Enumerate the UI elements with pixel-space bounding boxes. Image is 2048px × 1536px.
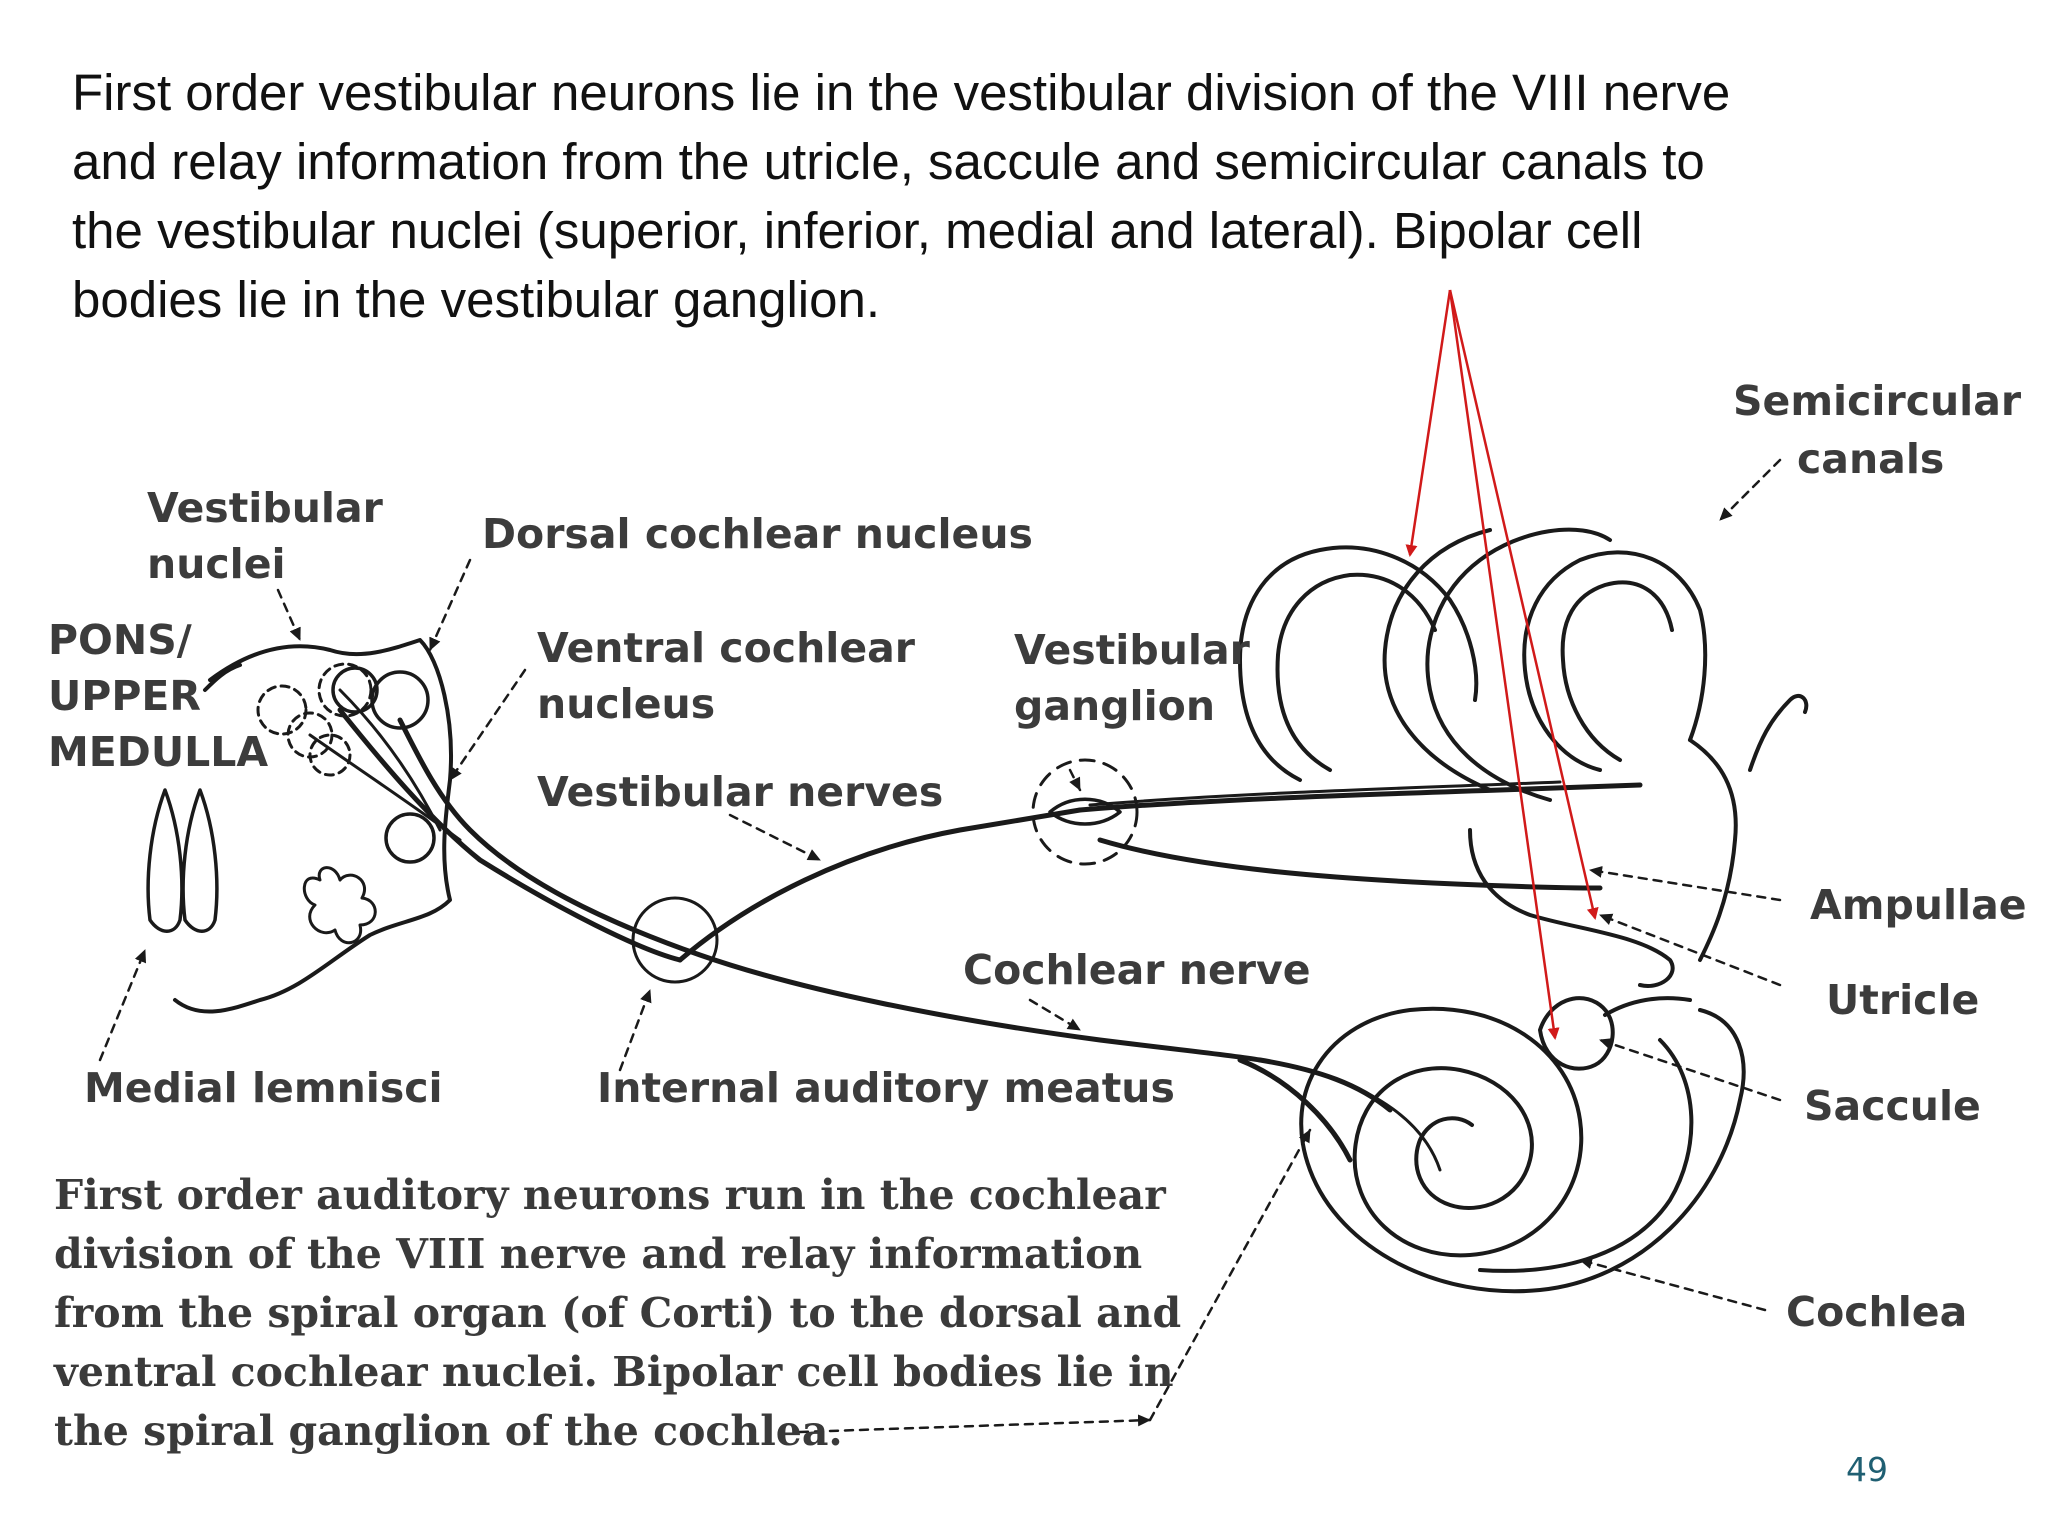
red-arrow-to-semicircular-canal — [1405, 289, 1452, 557]
label-vestibular-ganglion: Vestibular ganglion — [1014, 622, 1250, 734]
intro-line: the vestibular nuclei (superior, inferio… — [72, 202, 1643, 259]
caption-line: ventral cochlear nuclei. Bipolar cell bo… — [54, 1348, 1174, 1396]
label-leader-lines — [98, 458, 1782, 1434]
label-semicircular-canals: Semicircular canals — [1733, 372, 2021, 488]
label-ventral-cochlear-nucleus: Ventral cochlear nucleus — [537, 620, 915, 732]
caption-line: from the spiral organ (of Corti) to the … — [54, 1289, 1182, 1337]
brainstem-outline — [173, 638, 453, 1014]
intro-text: First order vestibular neurons lie in th… — [72, 58, 2002, 334]
label-saccule: Saccule — [1804, 1082, 1981, 1130]
label-vestibular-nuclei: Vestibular nuclei — [147, 480, 383, 592]
red-arrow-to-saccule — [1448, 289, 1560, 1040]
label-line: nuclei — [147, 540, 286, 588]
label-ampullae: Ampullae — [1810, 881, 2027, 929]
olive-squiggle — [302, 866, 377, 945]
vestibular-ganglion-shape — [1031, 758, 1139, 866]
red-annotation-arrows — [1405, 289, 1599, 1040]
intro-line: bodies lie in the vestibular ganglion. — [72, 271, 881, 328]
intro-line: First order vestibular neurons lie in th… — [72, 64, 1731, 121]
caption-line: First order auditory neurons run in the … — [54, 1171, 1166, 1219]
cochlea-spiral — [1299, 1006, 1746, 1294]
label-pons-upper-medulla: PONS/ UPPER MEDULLA — [48, 612, 268, 780]
label-line: nucleus — [537, 680, 716, 728]
label-cochlear-nerve: Cochlear nerve — [963, 946, 1311, 994]
semicircular-canals — [1238, 527, 1809, 962]
label-cochlea: Cochlea — [1786, 1288, 1968, 1336]
label-line: Semicircular — [1733, 377, 2022, 425]
label-line: Ventral cochlear — [537, 624, 916, 672]
vestibule — [1468, 828, 1692, 1071]
label-line: PONS/ — [48, 616, 192, 664]
label-utricle: Utricle — [1826, 976, 1980, 1024]
caption-line: division of the VIII nerve and relay inf… — [54, 1230, 1143, 1278]
label-dorsal-cochlear-nucleus: Dorsal cochlear nucleus — [482, 510, 1033, 558]
pyramids-outline — [146, 788, 219, 933]
red-arrow-to-utricle — [1448, 289, 1599, 920]
label-vestibular-nerves: Vestibular nerves — [537, 768, 944, 816]
label-medial-lemnisci: Medial lemnisci — [84, 1064, 443, 1112]
intro-line: and relay information from the utricle, … — [72, 133, 1705, 190]
caption-line: the spiral ganglion of the cochlea. — [54, 1407, 843, 1455]
vestibular-nuclei-cells — [256, 662, 373, 777]
label-line: canals — [1797, 435, 1945, 483]
auditory-caption: First order auditory neurons run in the … — [54, 1166, 1181, 1461]
cochlear-nuclei-cells — [331, 666, 436, 864]
internal-auditory-meatus-ring — [631, 896, 719, 984]
label-line: ganglion — [1014, 682, 1216, 730]
label-line: Vestibular — [147, 484, 383, 532]
label-line: UPPER — [48, 672, 201, 720]
nerve-fibers-thin — [308, 688, 1562, 1172]
label-internal-auditory-meatus: Internal auditory meatus — [597, 1064, 1175, 1112]
page-number: 49 — [1846, 1450, 1888, 1489]
label-line: Vestibular — [1014, 626, 1250, 674]
label-line: MEDULLA — [48, 728, 269, 776]
